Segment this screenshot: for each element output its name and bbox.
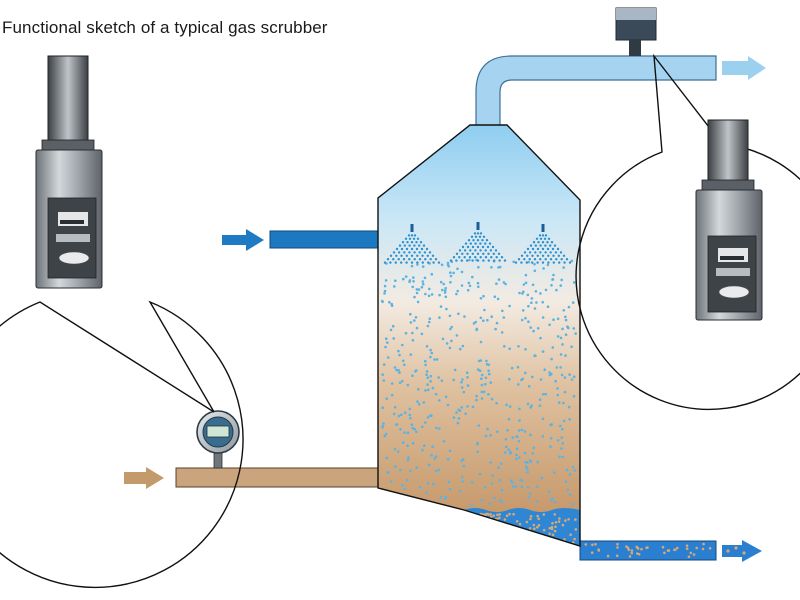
liquid-outlet-pipe — [579, 540, 717, 561]
diagram-title: Functional sketch of a typical gas scrub… — [2, 18, 328, 37]
clean-gas-arrow — [722, 56, 766, 80]
liquid-outlet-arrow — [722, 540, 762, 562]
spray-nozzle-2 — [449, 222, 507, 262]
spray-nozzle-1 — [383, 224, 441, 264]
left-level-sensor — [35, 55, 103, 289]
gas-outlet-pipe — [475, 55, 717, 129]
right-level-sensor — [695, 119, 763, 321]
spray-nozzle-3 — [514, 224, 572, 264]
raw-gas-arrow — [124, 467, 164, 489]
liquid-inlet-arrow — [222, 229, 264, 251]
level-sensor-housing — [615, 7, 657, 56]
right-sensor-callout — [575, 53, 800, 411]
liquid-inlet-pipe — [269, 230, 379, 249]
scrubber-tower — [377, 124, 581, 547]
pressure-gauge — [196, 410, 240, 469]
left-sensor-callout — [0, 300, 244, 589]
raw-gas-inlet-pipe — [175, 467, 381, 488]
